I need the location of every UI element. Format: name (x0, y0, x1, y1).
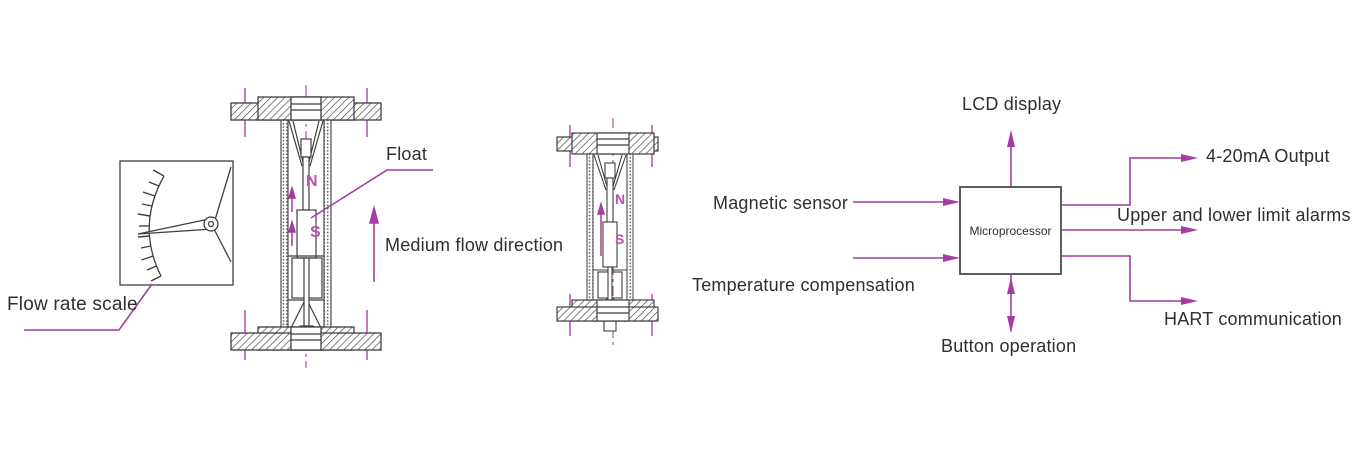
temperature-compensation-label: Temperature compensation (692, 275, 915, 295)
lcd-display-label: LCD display (962, 94, 1062, 114)
rotameter-large (230, 85, 382, 368)
output-4-20ma-label: 4-20mA Output (1206, 146, 1330, 166)
arrowhead-magnetic (943, 198, 960, 206)
microprocessor-block-diagram (853, 130, 1198, 333)
arrowhead-4-20ma (1181, 154, 1198, 162)
float-assembly (593, 154, 627, 332)
arrowhead-hart (1181, 297, 1198, 305)
gauge-wedge-upper (214, 166, 232, 221)
bottom-flange (230, 326, 382, 351)
rotameter-small (556, 118, 659, 346)
magnetic-sensor-label: Magnetic sensor (713, 193, 849, 213)
magnet-north-label-large: N (306, 173, 318, 190)
internal-flow-arrows (287, 185, 297, 246)
medium-flow-direction-label: Medium flow direction (385, 235, 564, 255)
upper-lower-limit-alarms-label: Upper and lower limit alarms (1117, 205, 1351, 225)
gauge-wedge-lower (213, 228, 232, 263)
internal-flow-arrow (596, 201, 606, 256)
hart-communication-label: HART communication (1164, 309, 1343, 329)
needle-pivot-center (207, 220, 215, 228)
top-flange (230, 96, 382, 121)
magnet-south-label-large: S (310, 224, 321, 241)
hart-line (1061, 255, 1183, 302)
magnet-south-label-small: S (615, 231, 625, 247)
microprocessor-label: Microprocessor (969, 223, 1052, 238)
magnet-north-label-small: N (615, 191, 626, 207)
float-label: Float (386, 144, 428, 164)
medium-flow-arrowhead (368, 204, 380, 224)
signal-arrowheads (943, 130, 1198, 333)
arrowhead-button-up (1007, 277, 1015, 294)
arrowhead-button-down (1007, 316, 1015, 333)
flow-rate-scale-label: Flow rate scale (7, 294, 138, 315)
flow-scale-gauge (119, 160, 234, 286)
microprocessor-box (959, 186, 1062, 275)
float-guide-top (300, 138, 312, 158)
arrowhead-temperature (943, 254, 960, 262)
flow-rate-scale-leader-line (24, 283, 153, 331)
scale-tick-marks (137, 169, 165, 282)
arrowhead-alarms (1181, 226, 1198, 234)
float-leader-line (310, 169, 433, 219)
float-guide-top (604, 162, 616, 179)
float-rod (606, 177, 614, 223)
annotation-lines (24, 169, 433, 331)
arrowhead-lcd (1007, 130, 1015, 147)
needle-pivot (203, 216, 219, 232)
top-flange (556, 132, 659, 155)
bottom-flange (556, 299, 659, 322)
button-operation-label: Button operation (941, 336, 1077, 356)
output-4-20ma-line (1061, 157, 1183, 206)
scale-arc (148, 175, 165, 277)
